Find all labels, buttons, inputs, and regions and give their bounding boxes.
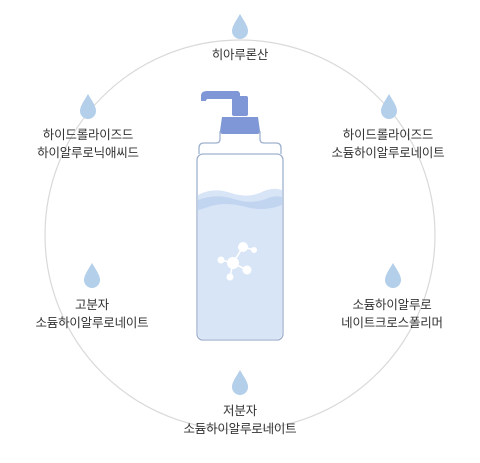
ingredient-label-upper-left: 하이드롤라이즈드 하이알루로닉애씨드: [0, 126, 178, 162]
ingredient-label-upper-right: 하이드롤라이즈드 소듐하이알루로네이트: [298, 126, 478, 162]
ingredient-line: 하이드롤라이즈드: [342, 127, 434, 142]
bottle-liquid: [198, 188, 282, 339]
ingredient-line: 소듐하이알루로네이트: [183, 421, 297, 436]
molecule-icon: [217, 242, 257, 281]
ingredient-label-lower-left: 고분자 소듐하이알루로네이트: [2, 296, 182, 332]
water-drop-icon-bottom: [232, 370, 248, 395]
ingredient-line: 네이트크로스폴리머: [341, 315, 443, 330]
water-drop-icon-upper-left: [80, 94, 96, 119]
water-drop-icon-upper-right: [381, 94, 397, 119]
bottle-neck: [198, 131, 282, 154]
water-drop-icon-lower-right: [385, 263, 401, 288]
ingredient-line: 고분자: [75, 297, 109, 312]
ingredient-line: 하이알루로닉애씨드: [37, 145, 139, 160]
water-drop-icon-lower-left: [84, 263, 100, 288]
ingredient-line: 히아루론산: [211, 47, 269, 62]
water-drop-icon-top: [232, 14, 248, 39]
ingredient-line: 소듐하이알루로네이트: [331, 145, 445, 160]
ingredient-line: 저분자: [223, 403, 257, 418]
pump-collar: [220, 117, 260, 134]
pump-nozzle: [201, 91, 240, 101]
ring-circle: [44, 39, 436, 431]
liquid-wave: [198, 196, 282, 210]
pump-stem: [232, 96, 248, 116]
ingredient-label-lower-right: 소듐하이알루로 네이트크로스폴리머: [302, 296, 480, 332]
ingredient-line: 소듐하이알루로네이트: [35, 315, 149, 330]
ingredient-line: 하이드롤라이즈드: [42, 127, 134, 142]
pump-bottle: [196, 91, 284, 341]
ingredient-line: 소듐하이알루로: [352, 297, 432, 312]
ingredient-label-bottom: 저분자 소듐하이알루로네이트: [150, 402, 330, 438]
ingredient-label-top: 히아루론산: [150, 46, 330, 64]
